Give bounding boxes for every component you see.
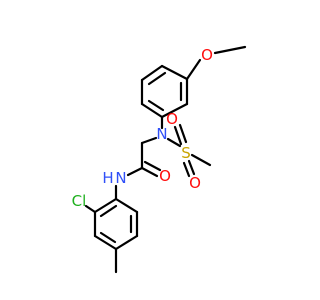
molecule-structure: O N S O O O N H Cl xyxy=(72,45,247,274)
bond-c-o xyxy=(140,166,159,178)
atom-h-amide: H xyxy=(102,169,113,187)
bond-s-o1 xyxy=(173,125,183,146)
bond-methyl-o xyxy=(213,45,247,55)
atom-o-carbonyl: O xyxy=(159,167,171,185)
methoxyphenyl-ring xyxy=(140,64,189,119)
bond-ring-cl xyxy=(84,204,97,214)
atom-o-methoxy: O xyxy=(201,46,213,64)
bond-o-ring xyxy=(185,58,202,81)
molecule-diagram: O N S O O O N H Cl xyxy=(72,45,247,274)
atom-o-sulfonyl-upper: O xyxy=(166,110,178,128)
atom-n-sulfonamide: N xyxy=(156,125,167,143)
bond-s-methyl xyxy=(190,153,212,167)
atom-s-sulfonyl: S xyxy=(181,144,191,162)
atom-o-sulfonyl-lower: O xyxy=(189,174,201,192)
atom-cl: Cl xyxy=(72,192,87,210)
bond-s-o2 xyxy=(182,161,191,178)
bond-c-nh xyxy=(126,166,144,177)
atom-n-amide: N xyxy=(115,169,126,187)
chloromethylphenyl-ring xyxy=(93,197,139,251)
bond-n-ch2 xyxy=(140,136,158,145)
bond-n-s xyxy=(166,137,182,148)
